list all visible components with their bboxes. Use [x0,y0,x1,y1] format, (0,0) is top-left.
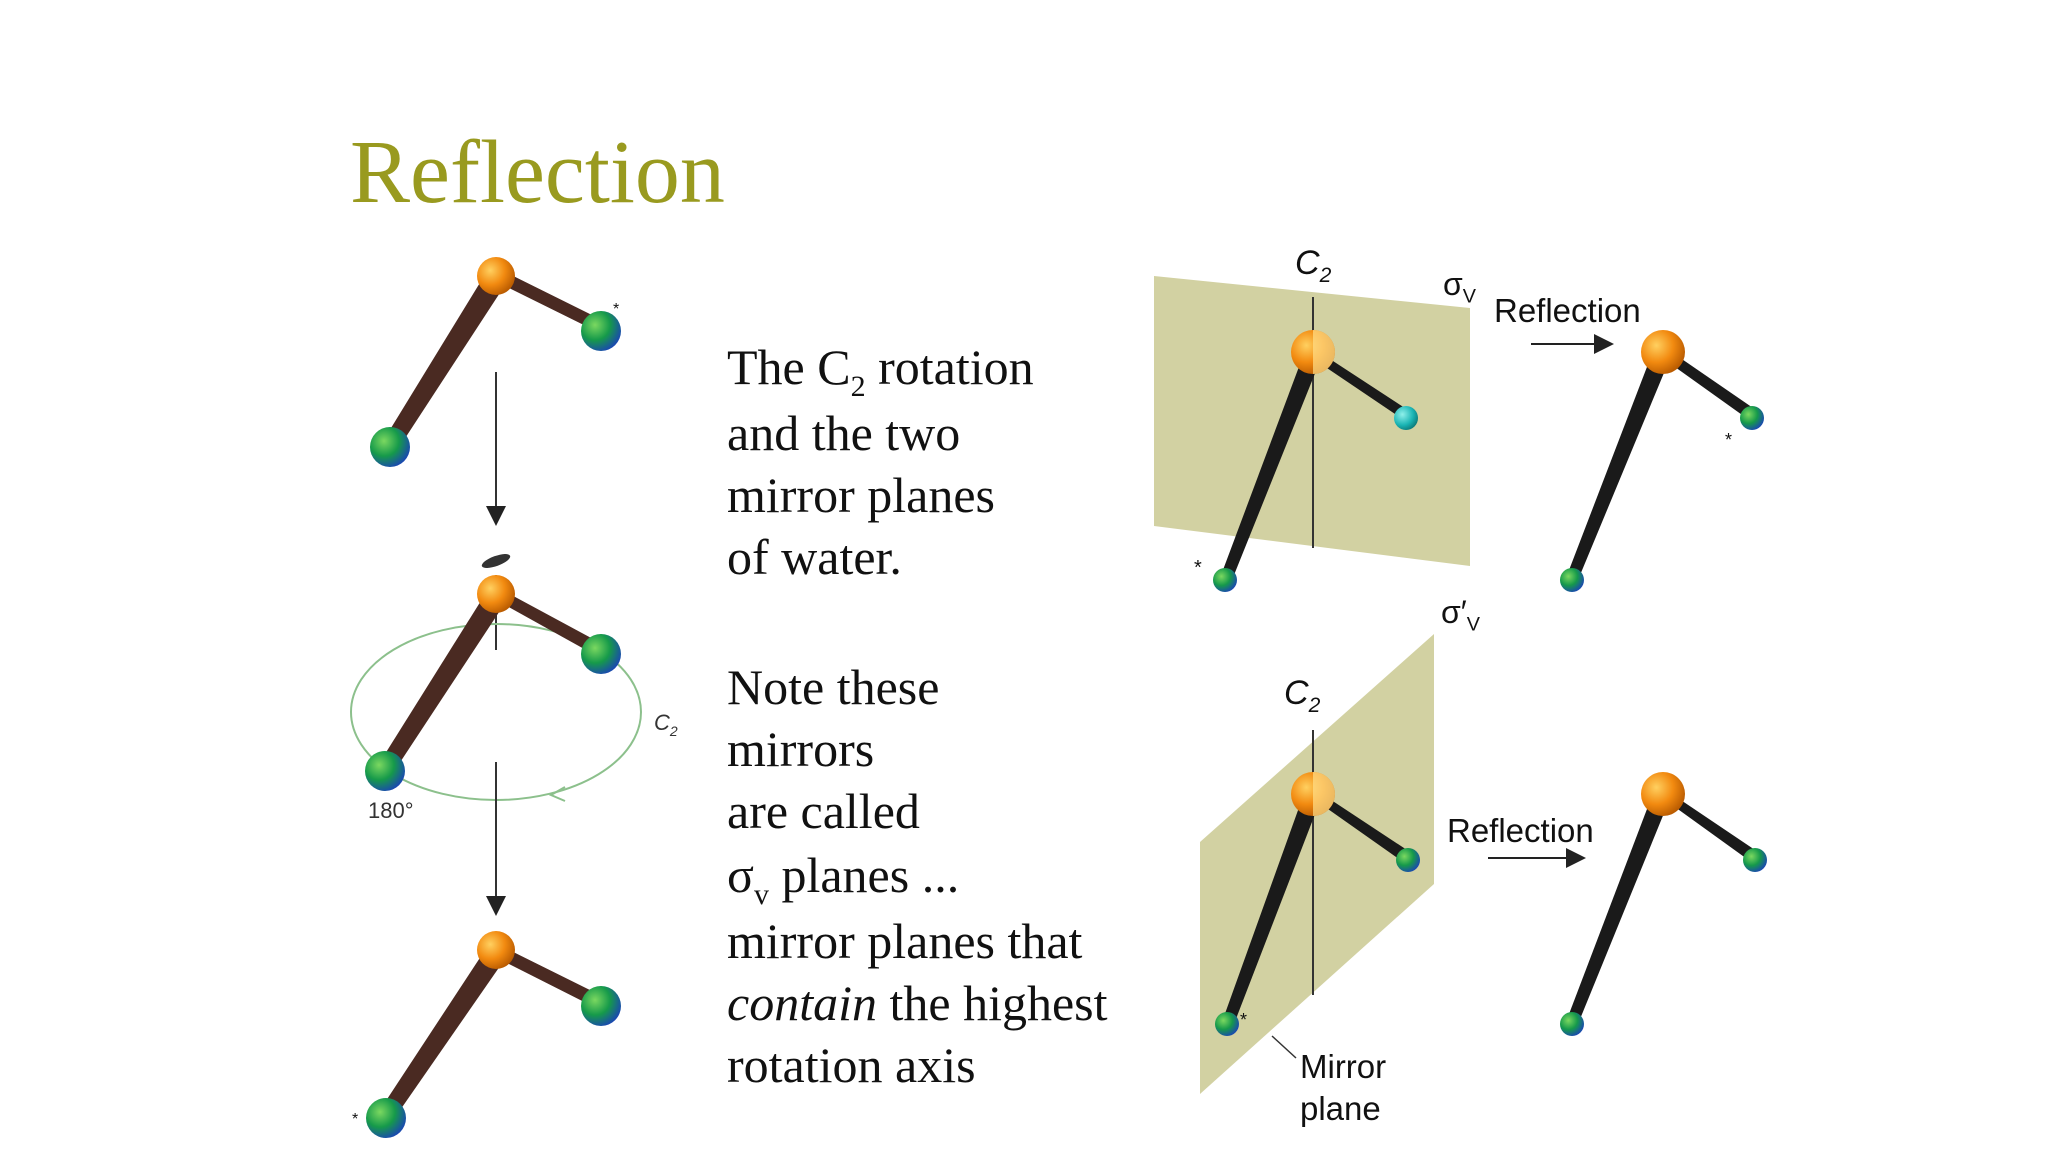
paragraph2-line3: are called [727,783,920,839]
slide-title: Reflection [350,123,725,222]
paragraph1-line4: of water. [727,529,902,585]
sigma-subscript: v [753,878,769,911]
star-marker: * [1240,1010,1247,1030]
water-molecule-bottom [366,931,621,1138]
paragraph1-line1-post: rotation [865,339,1034,395]
paragraph1-line1-subscript: 2 [850,370,866,403]
paragraph2-line7: rotation axis [727,1037,976,1093]
sigma-v-plane-diagram [1154,276,1470,592]
c2-axis-label-top: C2 [1295,244,1332,287]
star-marker: * [613,301,619,318]
mirror-plane-label-line2: plane [1300,1090,1381,1127]
reflected-molecule-top [1560,330,1764,592]
water-molecule-top [370,257,621,467]
paragraph2-line2: mirrors [727,721,875,777]
sigma-v-prime-plane-diagram [1200,634,1434,1094]
sigma-v-prime-label: σ′V [1441,594,1480,636]
paragraph1-line1-pre: The C [727,339,851,395]
reflection-label-bottom: Reflection [1447,812,1594,849]
reflection-label-top: Reflection [1494,292,1641,329]
c2-axis-label: C2 [654,710,678,739]
paragraph2-line4-post: planes ... [768,847,960,903]
star-marker: * [1194,557,1202,579]
rotation-angle-label: 180° [368,798,414,823]
mirror-plane-pointer [1271,1035,1297,1059]
paragraph2-line6-emphasis: contain [727,975,877,1031]
star-marker: * [1725,430,1732,450]
paragraph1-line1: The C2 rotation [727,339,1034,402]
paragraph1-line3: mirror planes [727,467,995,523]
mirror-plane [1200,634,1434,1094]
paragraph2-line4: σv planes ... [727,847,960,910]
paragraph1-line2: and the two [727,405,961,461]
sigma-symbol: σ [727,847,754,903]
mirror-plane-label-line1: Mirror [1300,1048,1387,1085]
star-marker: * [352,1111,358,1128]
rotation-arrow-icon [548,786,566,802]
paragraph2-line6: contain the highest [727,978,1108,1028]
sigma-v-label: σV [1443,266,1476,308]
paragraph2-line1: Note these [727,659,940,715]
reflected-molecule-bottom [1560,772,1767,1036]
c2-axis-label-bottom: C2 [1284,674,1321,717]
paragraph2-line6-post: the highest [876,975,1108,1031]
paragraph2-line5: mirror planes that [727,913,1083,969]
